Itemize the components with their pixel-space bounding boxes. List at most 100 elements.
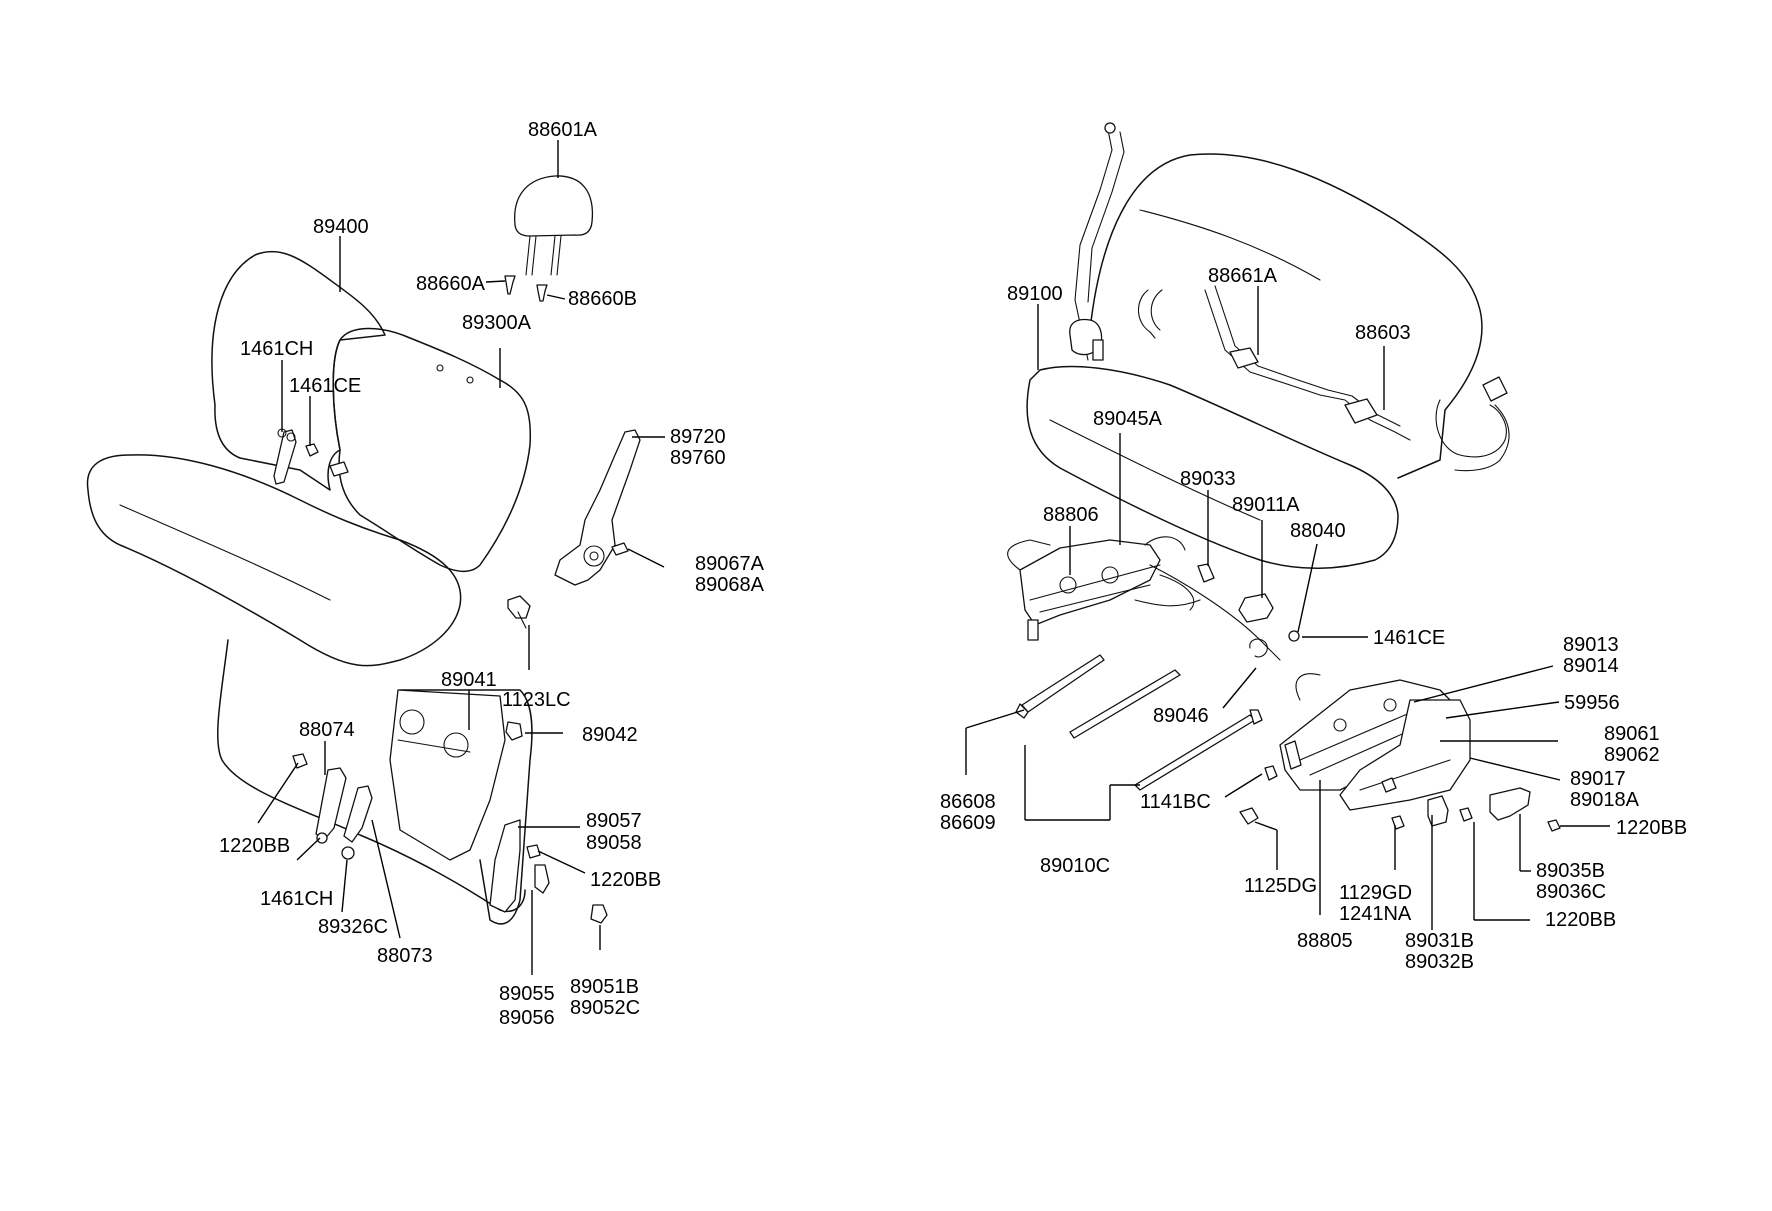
label-89058: 89058 xyxy=(586,832,642,854)
label-1241NA: 1241NA xyxy=(1339,903,1412,925)
buckle-a xyxy=(1229,347,1259,369)
label-1220BB-c: 1220BB xyxy=(1616,817,1687,839)
nut-1461CE-b xyxy=(1288,630,1300,642)
latch-plate xyxy=(389,689,506,861)
label-1123LC: 1123LC xyxy=(502,689,571,711)
headrest-guide-a xyxy=(504,275,516,295)
buckle-strap xyxy=(1137,289,1156,339)
side-cover xyxy=(1339,699,1471,811)
label-1220BB-d: 1220BB xyxy=(1545,909,1616,931)
bolt-1220BB-a xyxy=(292,753,308,769)
label-89035B: 89035B xyxy=(1536,860,1605,882)
label-1461CE-a: 1461CE xyxy=(289,375,361,397)
label-89068A: 89068A xyxy=(695,574,765,596)
seat-back-small xyxy=(332,327,532,573)
right-labels: 89100 88661A 88603 89045A 88806 89033 89… xyxy=(940,265,1687,973)
label-89045A: 89045A xyxy=(1093,408,1163,430)
label-89300A: 89300A xyxy=(462,312,532,334)
label-88601A: 88601A xyxy=(528,119,598,141)
label-88074: 88074 xyxy=(299,719,355,741)
label-1461CH-b: 1461CH xyxy=(260,888,333,910)
label-89031B: 89031B xyxy=(1405,930,1474,952)
bolt-89033 xyxy=(1197,563,1215,583)
label-89010C: 89010C xyxy=(1040,855,1110,877)
seat-back-panel xyxy=(399,689,533,925)
seat-cushion xyxy=(86,454,462,667)
nut-89326C xyxy=(341,846,355,860)
clip-89042 xyxy=(505,721,523,741)
buckle-b xyxy=(1344,398,1378,424)
bolt-1220BB-d xyxy=(1459,807,1473,822)
headrest xyxy=(514,175,594,237)
label-1125DG: 1125DG xyxy=(1244,875,1317,897)
label-89051B: 89051B xyxy=(570,976,639,998)
label-1461CE-b: 1461CE xyxy=(1373,627,1445,649)
screw-1220BB-b xyxy=(526,844,541,859)
label-89760: 89760 xyxy=(670,447,726,469)
label-88040: 88040 xyxy=(1290,520,1346,542)
label-89400: 89400 xyxy=(313,216,369,238)
label-89032B: 89032B xyxy=(1405,951,1474,973)
label-88660B: 88660B xyxy=(568,288,637,310)
bolt-1125DG xyxy=(1239,807,1259,825)
label-89011A: 89011A xyxy=(1232,494,1300,516)
label-89061: 89061 xyxy=(1604,723,1660,745)
label-88660A: 88660A xyxy=(416,273,486,295)
cap-89051B xyxy=(590,904,608,924)
rear-seat-cushion xyxy=(1026,365,1399,569)
bracket-88073 xyxy=(343,785,373,843)
cover-89031B xyxy=(1427,795,1449,827)
bolt-1141BC xyxy=(1264,765,1278,781)
label-88073: 88073 xyxy=(377,945,433,967)
nut-1461CE-a xyxy=(305,443,319,457)
label-1129GD: 1129GD xyxy=(1339,882,1412,904)
label-86609: 86609 xyxy=(940,812,996,834)
label-89036C: 89036C xyxy=(1536,881,1606,903)
label-88661A: 88661A xyxy=(1208,265,1278,287)
label-89062: 89062 xyxy=(1604,744,1660,766)
label-1220BB-a: 1220BB xyxy=(219,835,290,857)
label-89018A: 89018A xyxy=(1570,789,1640,811)
cover-89055 xyxy=(534,864,550,894)
bracket-1461CH-a xyxy=(273,429,297,485)
harness-88603 xyxy=(1435,399,1507,458)
label-89013: 89013 xyxy=(1563,634,1619,656)
label-89033: 89033 xyxy=(1180,468,1236,490)
label-59956: 59956 xyxy=(1564,692,1620,714)
label-89056: 89056 xyxy=(499,1007,555,1029)
label-89042: 89042 xyxy=(582,724,638,746)
label-89100: 89100 xyxy=(1007,283,1063,305)
label-88806: 88806 xyxy=(1043,504,1099,526)
label-89041: 89041 xyxy=(441,669,497,691)
label-89052C: 89052C xyxy=(570,997,640,1019)
hinge-89057 xyxy=(489,819,521,913)
recliner-bracket xyxy=(554,429,641,586)
connector xyxy=(1482,376,1508,402)
label-1461CH-a: 1461CH xyxy=(240,338,313,360)
label-86608: 86608 xyxy=(940,791,996,813)
pivot-boss xyxy=(329,461,349,477)
label-88805: 88805 xyxy=(1297,930,1353,952)
screw-1129GD xyxy=(1391,815,1405,830)
rod-89010C-a xyxy=(1069,669,1181,739)
label-89057: 89057 xyxy=(586,810,642,832)
label-89067A: 89067A xyxy=(695,553,765,575)
bolt-1220BB-c xyxy=(1547,819,1561,832)
leader-lines xyxy=(257,140,1610,975)
right-seat-assembly-drawing xyxy=(1007,122,1561,832)
ring-89046 xyxy=(1249,638,1268,658)
label-89046: 89046 xyxy=(1153,705,1209,727)
label-1141BC: 1141BC xyxy=(1140,791,1211,813)
label-89326C: 89326C xyxy=(318,916,388,938)
latch-89011A xyxy=(1238,593,1274,623)
bracket-88074 xyxy=(315,767,347,841)
label-1220BB-b: 1220BB xyxy=(590,869,661,891)
seat-belt-strap xyxy=(1074,129,1113,361)
label-88603: 88603 xyxy=(1355,322,1411,344)
label-89055: 89055 xyxy=(499,983,555,1005)
headrest-guide-b xyxy=(536,284,548,302)
bolt-1123LC xyxy=(507,595,531,619)
label-89017: 89017 xyxy=(1570,768,1626,790)
belt-anchor xyxy=(1104,122,1116,134)
